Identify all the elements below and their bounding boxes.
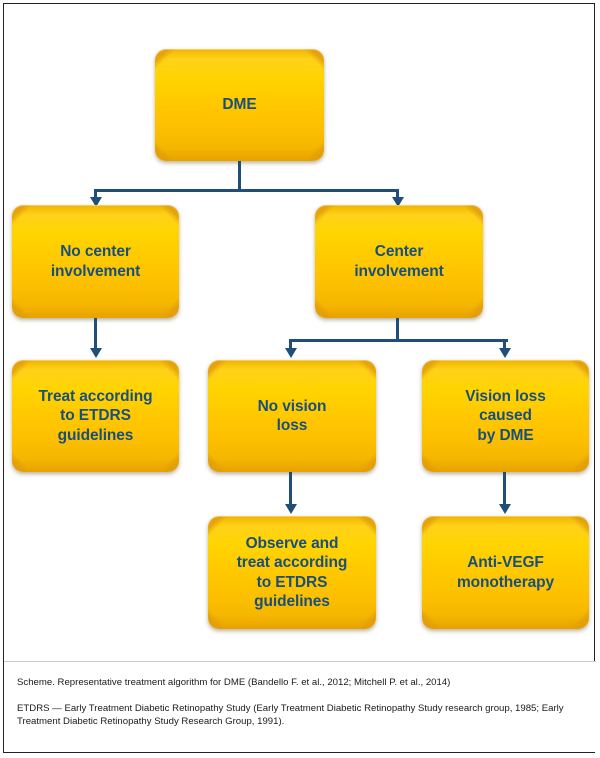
connector-center-split-bar	[289, 339, 508, 342]
node-observe-treat-etdrs[interactable]: Observe and treat according to ETDRS gui…	[208, 516, 376, 629]
arrowhead-no-vision-loss-to-observe-icon	[284, 504, 297, 514]
arrowhead-center-to-vision-loss-icon	[498, 348, 511, 358]
node-anti-vegf-label: Anti-VEGF monotherapy	[456, 554, 555, 591]
node-treat-etdrs[interactable]: Treat according to ETDRS guidelines	[12, 360, 179, 472]
node-no-vision-loss[interactable]: No vision loss	[208, 360, 376, 472]
flowchart-diagram: DME No center involvement Center involve…	[4, 4, 596, 661]
connector-dme-to-no-center	[94, 189, 97, 200]
node-center-involvement-label: Center involvement	[354, 243, 444, 280]
connector-dme-stem	[238, 161, 241, 191]
arrowhead-dme-to-no-center-icon	[89, 197, 102, 207]
node-no-center-involvement[interactable]: No center involvement	[12, 205, 179, 318]
connector-center-to-no-vision-loss	[289, 339, 292, 350]
arrowhead-center-to-no-vision-loss-icon	[284, 348, 297, 358]
node-vision-loss-dme[interactable]: Vision loss caused by DME	[422, 360, 589, 472]
node-anti-vegf[interactable]: Anti-VEGF monotherapy	[422, 516, 589, 629]
node-no-vision-loss-label: No vision loss	[257, 397, 327, 434]
connector-dme-to-center	[396, 189, 399, 200]
connector-center-to-vision-loss	[503, 339, 506, 350]
connector-no-vision-loss-to-observe	[289, 472, 292, 506]
figure-caption-block: Scheme. Representative treatment algorit…	[4, 661, 596, 752]
node-center-involvement[interactable]: Center involvement	[315, 205, 483, 318]
figure-footnote-text: ETDRS — Early Treatment Diabetic Retinop…	[17, 702, 564, 728]
arrowhead-dme-to-center-icon	[391, 197, 404, 207]
figure-frame: DME No center involvement Center involve…	[3, 3, 596, 753]
node-dme-label: DME	[222, 96, 257, 114]
connector-center-stem	[396, 318, 399, 342]
node-no-center-involvement-label: No center involvement	[50, 243, 141, 280]
arrowhead-no-center-to-treat-icon	[89, 348, 102, 358]
connector-no-center-to-treat	[94, 318, 97, 351]
node-dme[interactable]: DME	[155, 49, 324, 161]
connector-vision-loss-to-anti-vegf	[503, 472, 506, 506]
node-treat-etdrs-label: Treat according to ETDRS guidelines	[38, 387, 153, 444]
arrowhead-vision-loss-to-anti-vegf-icon	[498, 504, 511, 514]
connector-dme-split-bar	[96, 189, 399, 192]
figure-caption-text: Scheme. Representative treatment algorit…	[17, 677, 451, 688]
node-vision-loss-dme-label: Vision loss caused by DME	[465, 387, 546, 444]
node-observe-treat-etdrs-label: Observe and treat according to ETDRS gui…	[236, 534, 348, 610]
